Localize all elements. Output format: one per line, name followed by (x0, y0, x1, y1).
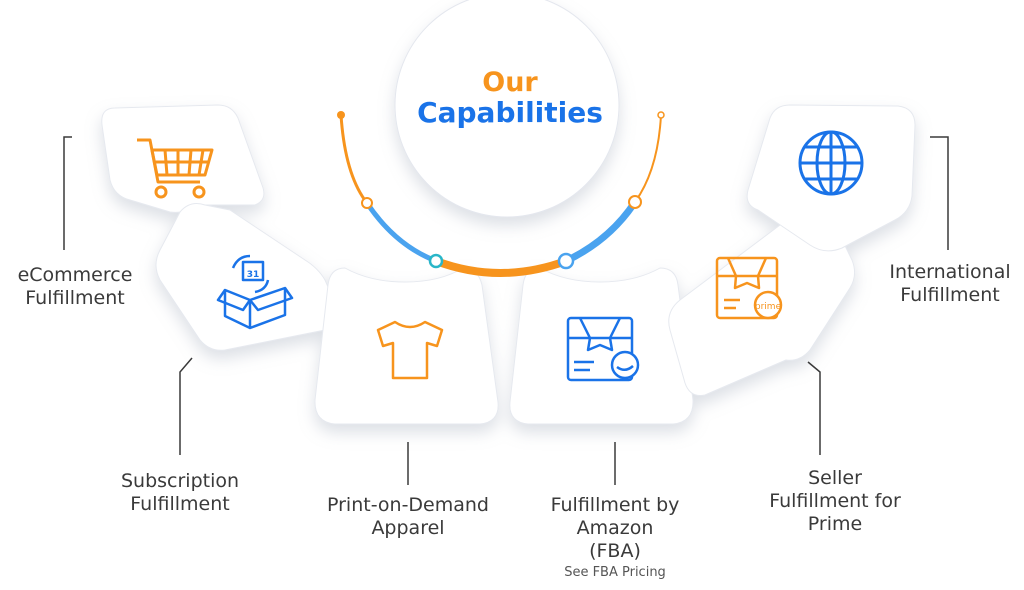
leader-lines (63, 136, 949, 485)
card-ecommerce (101, 104, 265, 213)
label-international-fulfillment[interactable]: International Fulfillment (870, 261, 1024, 307)
svg-text:31: 31 (247, 270, 260, 280)
arc-nodes (337, 111, 665, 270)
label-line: Fulfillment (25, 287, 125, 309)
globe-icon (798, 130, 864, 196)
label-line: Prime (807, 513, 863, 535)
calendar-box-icon (216, 254, 294, 330)
label-line: Fulfillment (130, 493, 230, 515)
label-line: (FBA) (589, 540, 641, 562)
see-fba-pricing-link[interactable]: See FBA Pricing (564, 565, 666, 580)
label-line: eCommerce (17, 264, 133, 286)
svg-text:prime: prime (755, 302, 782, 312)
label-line: International (889, 261, 1011, 283)
label-line: Fulfillment for (769, 490, 901, 512)
title-line-2: Capabilities (417, 96, 603, 129)
title-line-1: Our (482, 67, 538, 98)
label-line: Seller (808, 467, 862, 489)
prime-box-icon (715, 256, 783, 320)
card-print-on-demand (314, 267, 499, 425)
decorative-arc (339, 114, 662, 277)
label-line: Amazon (576, 517, 654, 539)
page-title: Our Capabilities (390, 68, 630, 128)
label-line: Print-on-Demand (326, 494, 489, 516)
label-line: Fulfillment (900, 284, 1000, 306)
t-shirt-icon (376, 320, 444, 380)
shopping-cart-icon (137, 138, 214, 199)
label-fulfillment-by-amazon[interactable]: Fulfillment by Amazon (FBA) See FBA Pric… (525, 494, 705, 583)
title-circle (394, 0, 620, 218)
label-subscription-fulfillment[interactable]: Subscription Fulfillment (105, 470, 255, 516)
label-line: Fulfillment by (550, 494, 680, 516)
amazon-box-icon (566, 316, 640, 382)
label-print-on-demand-apparel[interactable]: Print-on-Demand Apparel (298, 494, 518, 540)
label-line: Subscription (120, 470, 240, 492)
label-ecommerce-fulfillment[interactable]: eCommerce Fulfillment (0, 264, 150, 310)
label-line: Apparel (371, 517, 445, 539)
label-seller-fulfillment-prime[interactable]: Seller Fulfillment for Prime (745, 467, 925, 536)
